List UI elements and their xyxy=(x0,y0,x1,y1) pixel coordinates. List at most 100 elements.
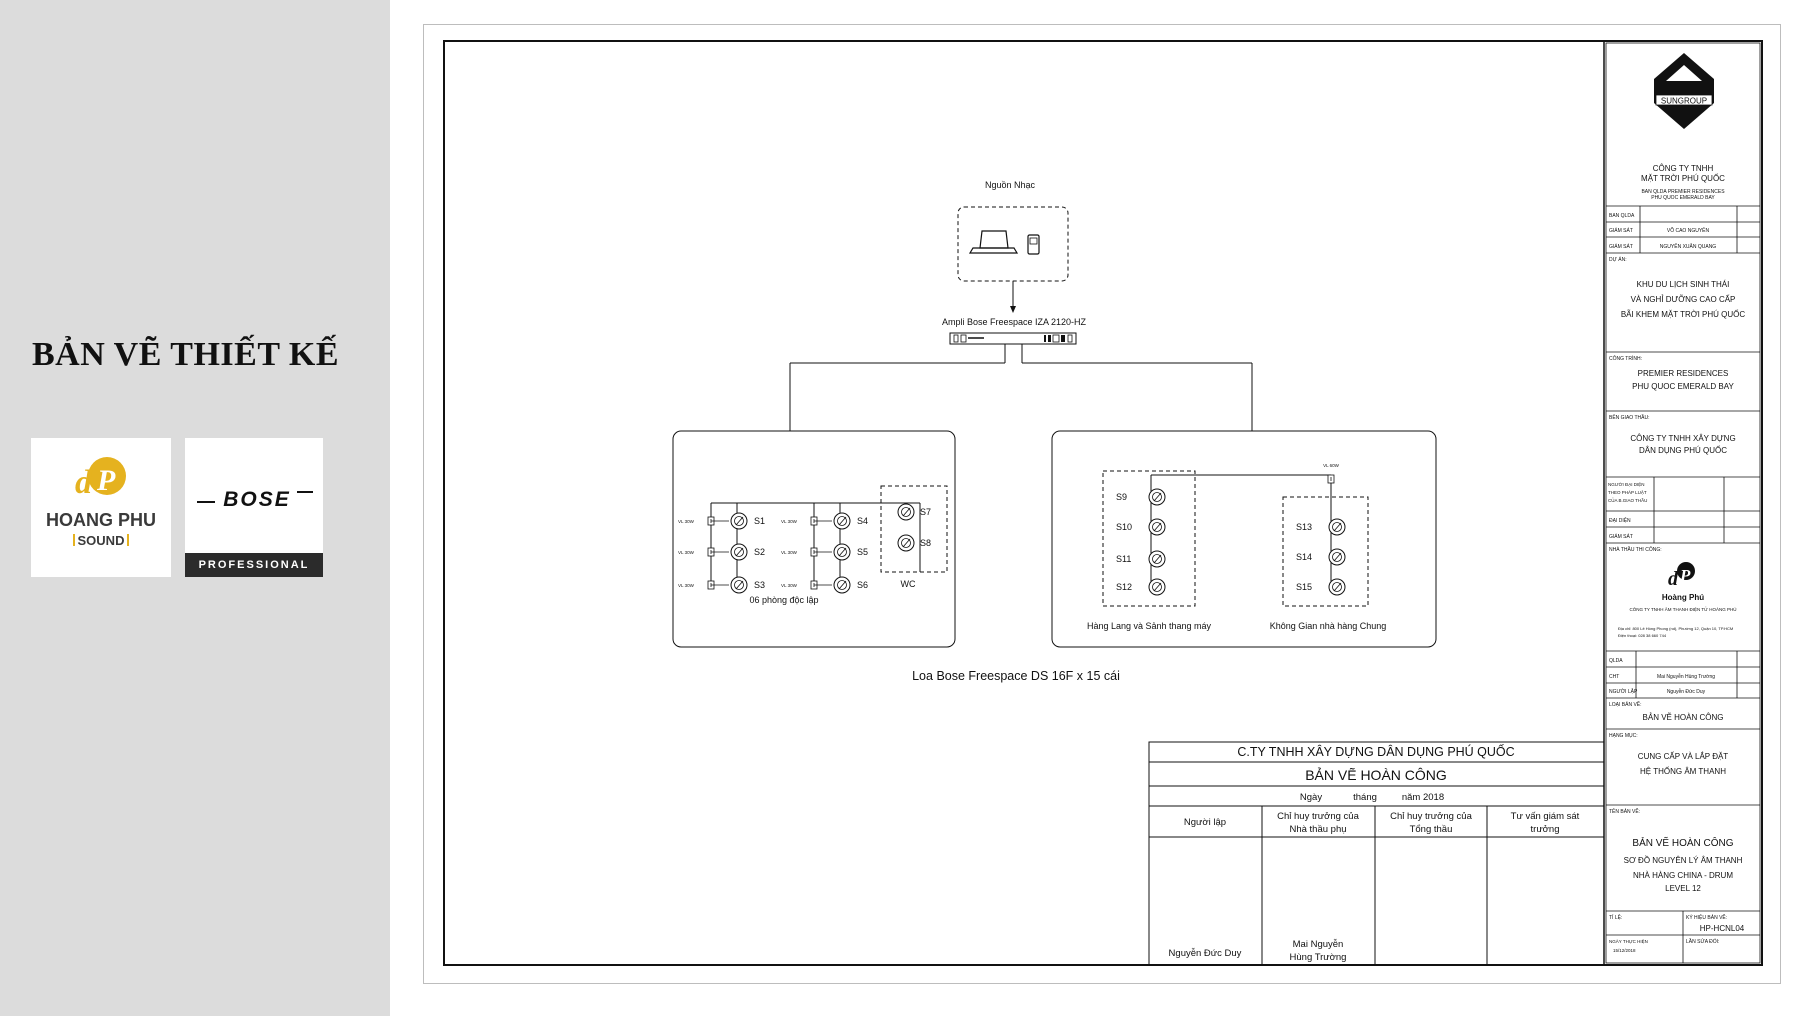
contractor-name: CÔNG TY TNHH ÂM THANH ĐIỆN TỬ HOÀNG PHÚ xyxy=(1630,605,1737,612)
project-line-3: BÃI KHEM MẶT TRỜI PHÚ QUỐC xyxy=(1621,309,1746,319)
svg-text:d: d xyxy=(75,464,93,501)
speaker-icon xyxy=(1328,548,1346,566)
date-day: Ngày xyxy=(1300,792,1322,803)
hp-logo-line1: HOANG PHU xyxy=(46,510,156,530)
column-header: trưởng xyxy=(1531,824,1560,835)
client-sub-2: PHU QUOC EMERALD BAY xyxy=(1651,195,1715,201)
speaker-icon xyxy=(1148,550,1166,568)
drawing-type-label: LOẠI BẢN VẼ: xyxy=(1609,701,1642,708)
signoff-role-2: CHT xyxy=(1609,674,1619,680)
contractor-address-2: Điện thoại: 028 38 660 744 xyxy=(1618,633,1667,638)
staff-name-3: NGUYỄN XUÂN QUANG xyxy=(1660,243,1717,250)
volume-label: VL 30W xyxy=(678,583,695,588)
hoang-phu-sound-logo: d P HOANG PHU SOUND xyxy=(31,438,171,577)
legal-rep-1: NGƯỜI ĐẠI DIỆN xyxy=(1608,480,1644,487)
wc-caption: WC xyxy=(901,579,916,589)
speaker-icon xyxy=(897,534,915,552)
volume-label: VL 30W xyxy=(678,550,695,555)
contractor-logo-text: Hoàng Phú xyxy=(1662,593,1704,602)
speaker-icon xyxy=(897,503,915,521)
bose-professional-badge: PROFESSIONAL xyxy=(185,553,323,577)
approval-doc-title: BẢN VẼ HOÀN CÔNG xyxy=(1305,767,1447,783)
drawing-type: BẢN VẼ HOÀN CÔNG xyxy=(1643,713,1724,722)
signer-name: Mai Nguyễn xyxy=(1293,939,1344,950)
source-label: Nguồn Nhạc xyxy=(985,180,1036,190)
column-header: Nhà thầu phụ xyxy=(1289,824,1346,835)
category-label: HẠNG MỤC: xyxy=(1609,733,1638,739)
hall-caption: Hàng Lang và Sảnh thang máy xyxy=(1087,621,1212,631)
hoang-phu-logo-icon: d P HOANG PHU SOUND xyxy=(46,457,156,548)
client-logo-text: SUNGROUP xyxy=(1661,97,1707,106)
project-label: DỰ ÁN: xyxy=(1609,256,1627,263)
music-player-icon xyxy=(1027,234,1040,255)
work-label: CÔNG TRÌNH: xyxy=(1609,355,1642,362)
assignor-line-1: CÔNG TY TNHH XÂY DỰNG xyxy=(1630,434,1735,443)
date-month: tháng xyxy=(1353,792,1377,803)
bose-wordmark: BOSE xyxy=(223,488,291,511)
signer-name: Nguyễn Đức Duy xyxy=(1169,948,1242,959)
signer-name: Hùng Trường xyxy=(1290,952,1347,963)
column-header: Tổng thầu xyxy=(1410,824,1453,835)
speaker-icon xyxy=(730,576,748,594)
staff-role-3: GIÁM SÁT xyxy=(1609,243,1633,250)
bose-professional-logo: BOSE PROFESSIONAL xyxy=(185,438,323,577)
speaker-label: S1 xyxy=(754,516,765,526)
column-header: Người lập xyxy=(1184,817,1226,828)
speaker-icon xyxy=(730,512,748,530)
speaker-label: S5 xyxy=(857,547,868,557)
column-header: Chỉ huy trưởng của xyxy=(1277,811,1359,822)
speaker-label: S13 xyxy=(1296,522,1312,532)
execution-date: 15/12/2018 xyxy=(1613,948,1636,953)
column-header: Tư vấn giám sát xyxy=(1511,811,1580,822)
category-line-2: HỆ THỐNG ÂM THANH xyxy=(1640,766,1726,776)
restaurant-caption: Không Gian nhà hàng Chung xyxy=(1270,621,1387,631)
client-name-1: CÔNG TY TNHH xyxy=(1653,164,1714,173)
speaker-label: S11 xyxy=(1116,554,1131,564)
speaker-label: S6 xyxy=(857,580,868,590)
speaker-label: S15 xyxy=(1296,582,1312,592)
work-line-1: PREMIER RESIDENCES xyxy=(1638,369,1729,378)
client-name-2: MẶT TRỜI PHÚ QUỐC xyxy=(1641,173,1725,183)
assignor-line-2: DÂN DỤNG PHÚ QUỐC xyxy=(1639,445,1727,455)
speaker-icon xyxy=(1328,578,1346,596)
work-line-2: PHU QUOC EMERALD BAY xyxy=(1632,382,1734,391)
drawing-symbol: HP-HCNL04 xyxy=(1700,924,1745,933)
category-line-1: CUNG CẤP VÀ LẮP ĐẶT xyxy=(1638,751,1729,761)
approval-company: C.TY TNHH XÂY DỰNG DÂN DỤNG PHÚ QUỐC xyxy=(1237,744,1514,759)
drawing-name-2: SƠ ĐỒ NGUYÊN LÝ ÂM THANH xyxy=(1624,855,1743,865)
signal-arrow-icon xyxy=(1010,306,1016,313)
speaker-icon xyxy=(1328,518,1346,536)
svg-text:d: d xyxy=(1668,568,1679,590)
speaker-summary: Loa Bose Freespace DS 16F x 15 cái xyxy=(912,669,1120,683)
volume-label: VL 30W xyxy=(781,519,798,524)
right-group-box xyxy=(1051,430,1437,648)
speaker-label: S2 xyxy=(754,547,765,557)
speaker-icon xyxy=(833,512,851,530)
left-group-caption: 06 phòng độc lập xyxy=(749,595,818,605)
sungroup-logo-icon: SUNGROUP xyxy=(1654,53,1714,129)
staff-name-2: VÕ CAO NGUYÊN xyxy=(1667,226,1710,234)
volume-label: VL 30W xyxy=(781,550,798,555)
svg-text:P: P xyxy=(1679,566,1691,585)
date-label: NGÀY THỰC HIỆN xyxy=(1609,937,1648,944)
speaker-icon xyxy=(730,543,748,561)
speaker-label: S12 xyxy=(1116,582,1132,592)
bose-wordmark-icon: BOSE xyxy=(197,488,313,511)
speaker-icon xyxy=(833,543,851,561)
contractor-label: NHÀ THẦU THI CÔNG: xyxy=(1609,546,1662,553)
speaker-label: S8 xyxy=(920,538,931,548)
title-block xyxy=(1605,42,1761,964)
signoff-name-2: Mai Nguyễn Hùng Trường xyxy=(1657,673,1715,680)
speaker-icon xyxy=(1148,518,1166,536)
slide-title: BẢN VẼ THIẾT KẾ xyxy=(32,336,340,373)
wc-box xyxy=(880,485,948,573)
speaker-label: S10 xyxy=(1116,522,1132,532)
drawing-name-1: BẢN VẼ HOÀN CÔNG xyxy=(1632,836,1733,849)
amplifier-icon xyxy=(949,332,1077,345)
svg-text:P: P xyxy=(96,464,116,497)
rep-row-1: ĐẠI DIỆN xyxy=(1609,516,1631,524)
source-box xyxy=(957,206,1069,282)
drawing-name-3: NHÀ HÀNG CHINA - DRUM xyxy=(1633,871,1733,880)
